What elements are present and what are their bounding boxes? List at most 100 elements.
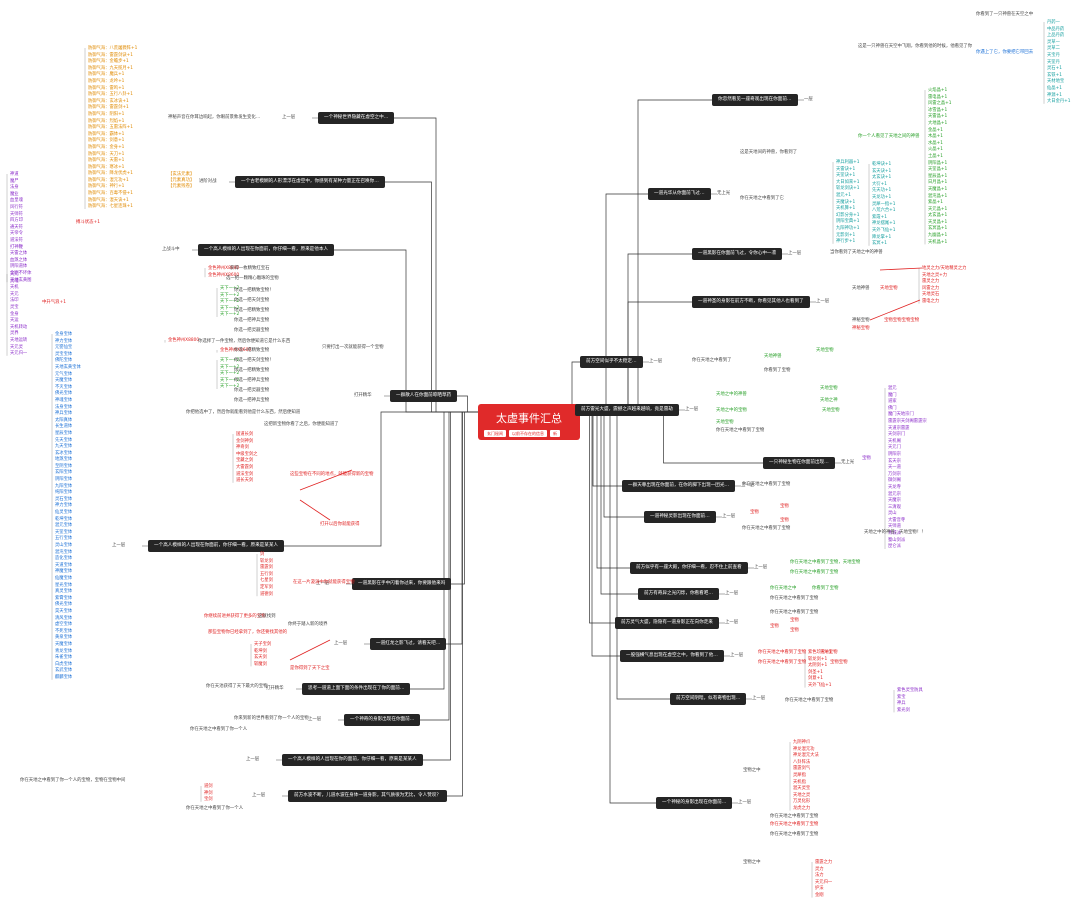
leaf-item[interactable]: 天机晶+1 <box>928 239 948 245</box>
leaf-item[interactable]: 至阴宝体 <box>55 463 73 469</box>
leaf-item[interactable]: 金刚 <box>815 892 824 898</box>
leaf-item[interactable]: 九阳宝体 <box>55 483 73 489</box>
leaf-item[interactable]: 神力宝体 <box>55 503 73 509</box>
leaf-item[interactable]: 昆仑派 <box>888 544 901 550</box>
leaf-item[interactable]: 防御气海：神行+1 <box>88 184 125 190</box>
leaf-item[interactable]: 佛陀宝体 <box>55 358 73 364</box>
leaf-item[interactable]: 灵界 <box>10 331 19 337</box>
leaf-item[interactable]: 昊天宝体 <box>55 608 73 614</box>
leaf-item[interactable]: 紫霄宝体 <box>55 595 73 601</box>
leaf-item[interactable]: 防御气海：七星连珠+1 <box>88 204 134 210</box>
leaf-item[interactable]: 风雷之晶+1 <box>928 101 952 107</box>
leaf-item[interactable]: 丹药一 <box>1047 20 1060 25</box>
leaf-item[interactable]: 灵草二 <box>1047 46 1060 52</box>
leaf-item[interactable]: 木晶+1 <box>928 134 943 140</box>
leaf-item[interactable]: 金色神州X8800 <box>168 338 200 343</box>
leaf-item[interactable]: 天元晶+1 <box>928 206 948 212</box>
leaf-item[interactable]: 防御气海：烈焰+1 <box>88 118 125 124</box>
left-branch-4[interactable]: 一群散人在你面前晾晒草药 <box>390 390 458 402</box>
leaf-item[interactable]: 天地玄黄宝体 <box>55 364 81 370</box>
leaf-item[interactable]: 天龙寺 <box>888 484 901 490</box>
leaf-item[interactable]: 天机阁 <box>888 438 901 444</box>
leaf-item[interactable]: 防御气海：天雷+1 <box>88 158 125 164</box>
leaf-item[interactable]: 元气宝体 <box>55 371 73 377</box>
leaf-item[interactable]: 法身 <box>10 185 19 191</box>
leaf-item[interactable]: 天帝令 <box>10 231 23 237</box>
leaf-item[interactable]: 防御气海：雷霆剑+1 <box>88 105 129 111</box>
leaf-item[interactable]: 防御气海：混元功+1 <box>88 177 129 183</box>
leaf-item[interactable]: 魔尸 <box>10 178 19 184</box>
leaf-item[interactable]: 乾坤宝体 <box>55 516 73 522</box>
leaf-item[interactable]: 金身宝体 <box>55 332 73 337</box>
leaf-item[interactable]: 元婴仙宝 <box>55 345 73 351</box>
leaf-item[interactable]: 先天宝体 <box>55 437 73 443</box>
leaf-item[interactable]: 造化宝体 <box>55 556 73 562</box>
leaf-item[interactable]: 灵石宝体 <box>55 496 73 502</box>
left-branch-9[interactable]: 一个神奇的身影出现在你面前… <box>344 714 421 726</box>
leaf-item[interactable]: 天灵晶+1 <box>928 219 948 225</box>
leaf-item[interactable]: 朱雀宝体 <box>55 655 73 661</box>
leaf-item[interactable]: 天下一+2 <box>220 384 240 390</box>
leaf-item[interactable]: 神兵宝体 <box>55 411 73 417</box>
leaf-item[interactable]: 灵山 <box>888 511 897 517</box>
leaf-item[interactable]: 天机指 <box>793 779 806 785</box>
leaf-item[interactable]: 魔业 <box>10 191 19 197</box>
leaf-item[interactable]: 太阳真体 <box>55 417 73 423</box>
leaf-item[interactable]: 纯阳宝体 <box>55 490 73 496</box>
leaf-item[interactable]: 金身 <box>10 311 19 317</box>
leaf-item[interactable]: 紫色灵宝防具 <box>897 688 923 693</box>
leaf-item[interactable]: 蜀山剑派 <box>888 537 906 543</box>
leaf-item[interactable]: 天道宗雷霆 <box>888 425 910 431</box>
leaf-item[interactable]: 万灵化形 <box>793 799 811 805</box>
leaf-item[interactable]: 混元宗 <box>888 491 901 497</box>
leaf-item[interactable]: 天罡丹 <box>1047 59 1060 65</box>
leaf-item[interactable]: 御剑阁 <box>888 478 901 484</box>
leaf-item[interactable]: 防御气海：五行八卦+1 <box>88 92 134 98</box>
left-branch-11[interactable]: 前方水波不断，儿道水波在身体一道身影，其气质很为无比，令人赞叹？ <box>288 790 448 802</box>
leaf-item[interactable]: 先天功+1 <box>872 188 892 194</box>
leaf-item[interactable]: 天材地宝 <box>1047 79 1065 85</box>
leaf-item[interactable]: 佛光宝体 <box>55 391 73 397</box>
right-branch-2[interactable]: 一道光华从你面前飞过… <box>648 188 711 200</box>
leaf-item[interactable]: 中级宝剑之 <box>236 451 258 457</box>
leaf-item[interactable]: 防御气海：阴阳+1 <box>88 111 125 117</box>
leaf-item[interactable]: 八荒六合+1 <box>872 208 896 214</box>
leaf-item[interactable]: 玄天诀+1 <box>872 168 892 174</box>
leaf-item[interactable]: 天外飞仙+1 <box>808 682 832 688</box>
leaf-item[interactable]: 防御气海：玄冰诀+1 <box>88 98 129 104</box>
leaf-item[interactable]: 防御气海：五雷法阵+1 <box>88 125 134 131</box>
leaf-item[interactable]: 天机算+1 <box>836 206 856 212</box>
leaf-item[interactable]: 天机 <box>10 285 19 291</box>
leaf-item[interactable]: 太阴剑+1 <box>808 663 828 669</box>
leaf-item[interactable]: 金色神州X8800 <box>208 266 240 271</box>
leaf-item[interactable]: 风行符 <box>10 204 23 210</box>
leaf-item[interactable]: 降龙掌+1 <box>872 234 892 240</box>
leaf-item[interactable]: 青城派 <box>888 531 901 537</box>
leaf-item[interactable]: 神龙混元功 <box>793 746 815 752</box>
leaf-item[interactable]: 斩龙剑 <box>260 558 273 564</box>
leaf-item[interactable]: 天下一+2 <box>220 299 240 305</box>
leaf-item[interactable]: 龙虎之力 <box>793 805 811 811</box>
leaf-item[interactable]: 天下一+2 <box>220 292 240 298</box>
leaf-item[interactable]: 天元门 <box>888 445 901 451</box>
leaf-item[interactable]: 天罡宝体 <box>55 529 73 535</box>
leaf-item[interactable]: 雷电之力 <box>922 298 940 304</box>
leaf-item[interactable]: 防御气海：降龙伏虎+1 <box>88 171 134 177</box>
leaf-item[interactable]: 青龙宝体 <box>55 648 73 654</box>
leaf-item[interactable]: 灵宝宝体 <box>55 351 73 357</box>
leaf-item[interactable]: 无影剑+1 <box>836 232 856 238</box>
left-branch-5[interactable]: 一个高人模样的人出现在你面前，你仔细一看，原来是某某人 <box>148 540 285 552</box>
leaf-item[interactable]: 九阳神功+1 <box>836 225 860 231</box>
leaf-item[interactable]: 血煞之体 <box>10 257 28 263</box>
leaf-item[interactable]: 四方印 <box>10 218 23 224</box>
leaf-item[interactable]: 灵犀指 <box>793 772 806 778</box>
leaf-item[interactable]: 防御气海：混天诀+1 <box>88 197 129 203</box>
leaf-item[interactable]: 阴阳宝体 <box>55 477 73 483</box>
leaf-item[interactable]: 不死宝体 <box>55 628 73 634</box>
leaf-item[interactable]: 天外飞仙+1 <box>872 227 896 233</box>
leaf-item[interactable]: 阴阳宗 <box>888 451 901 457</box>
right-branch-12[interactable]: 前方灵气大盛，隐隐有一道身影正在向你走来 <box>615 617 719 629</box>
leaf-item[interactable]: 虚空宝体 <box>55 622 73 628</box>
leaf-item[interactable]: 天元归一 <box>10 351 28 357</box>
leaf-item[interactable]: 混元+1 <box>836 192 851 198</box>
